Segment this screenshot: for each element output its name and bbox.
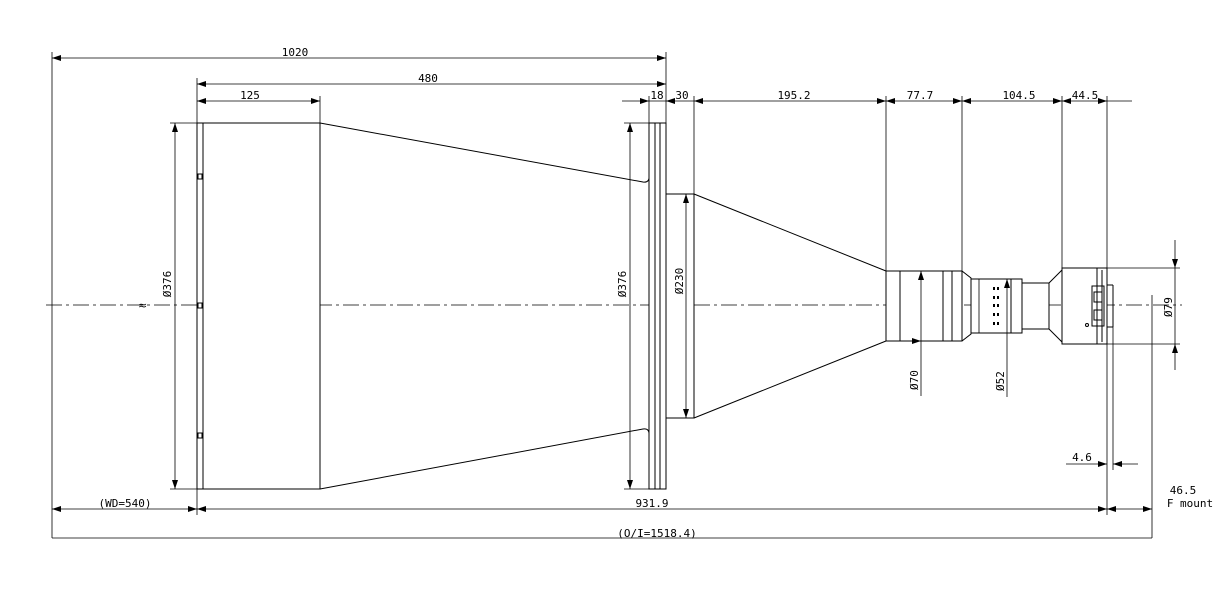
dim-mount-offset: 4.6 <box>1072 451 1092 464</box>
dim-front-diameter: Ø376 <box>161 271 174 298</box>
barrel-one <box>885 270 963 342</box>
dim-focus-diameter: Ø52 <box>994 371 1007 391</box>
front-cylinder <box>196 122 321 490</box>
dim-cone-diameter: Ø230 <box>673 268 686 295</box>
dim-front-to-flange: 480 <box>418 72 438 85</box>
dim-flange-back: 46.5 <box>1170 484 1197 497</box>
dim-overall-length: 1020 <box>282 46 309 59</box>
dim-barrel-diameter: Ø70 <box>908 370 921 390</box>
flange-step <box>665 193 695 419</box>
mount-type-label: F mount <box>1167 497 1213 510</box>
front-mark-top <box>197 173 203 180</box>
dim-mount-section: 44.5 <box>1072 89 1099 102</box>
mount-bayonet <box>1091 285 1105 327</box>
focus-scale <box>993 287 999 325</box>
dimension-labels: 1020 480 125 18 30 195.2 77.7 104.5 44.5… <box>99 46 1214 540</box>
front-mark-center <box>197 302 203 309</box>
mount-index-dot <box>1085 323 1089 327</box>
dim-flange-to-cone: 30 <box>675 89 688 102</box>
dim-flange-thickness: 18 <box>650 89 663 102</box>
diameter-dimensions <box>172 123 1178 489</box>
dim-lens-length: 931.9 <box>635 497 668 510</box>
dim-barrel-one: 77.7 <box>907 89 934 102</box>
dim-barrel-two: 104.5 <box>1002 89 1035 102</box>
focus-barrel <box>970 278 1023 334</box>
dim-working-distance: (WD=540) <box>99 497 152 510</box>
extension-lines <box>51 52 1180 538</box>
axis-break-symbol: ≈ <box>138 299 147 312</box>
flange <box>648 122 667 490</box>
front-mark-bottom <box>197 432 203 439</box>
dim-front-cylinder: 125 <box>240 89 260 102</box>
dim-flange-diameter: Ø376 <box>616 271 629 298</box>
mount-section <box>1061 267 1108 345</box>
horizontal-dimensions <box>52 55 1152 539</box>
dim-mount-diameter: Ø79 <box>1162 297 1175 317</box>
neck <box>1021 282 1050 330</box>
dim-cone-length: 195.2 <box>777 89 810 102</box>
lens-body <box>196 122 1114 490</box>
dim-object-to-image: (O/I=1518.4) <box>617 527 696 540</box>
